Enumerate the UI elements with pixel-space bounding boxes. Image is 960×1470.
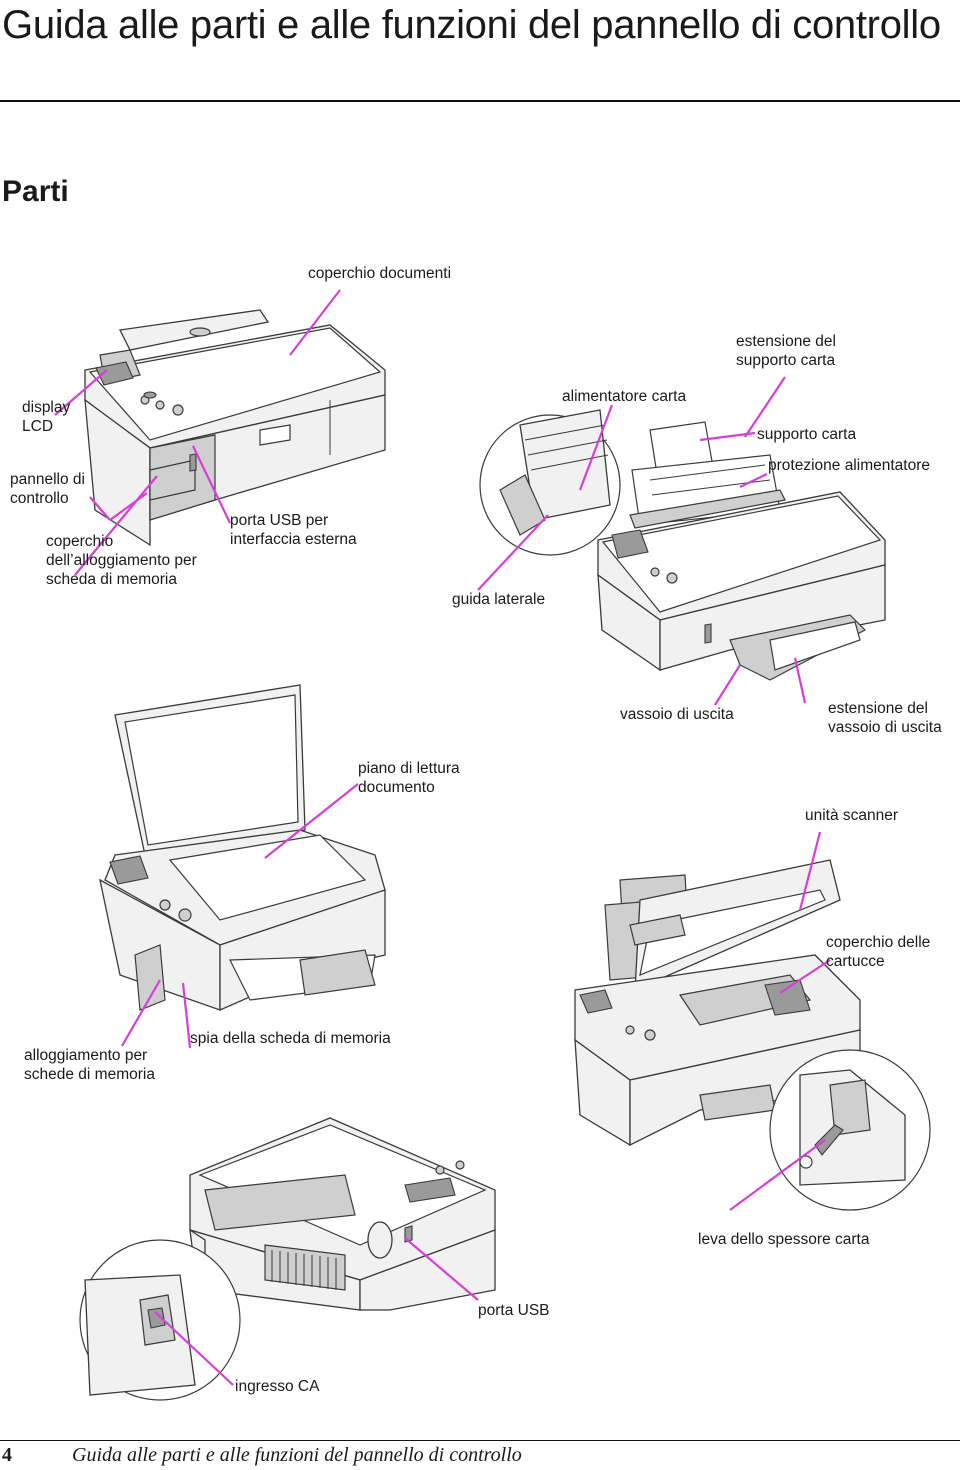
- title-rule: [0, 100, 960, 102]
- label-pannello-di-controllo: pannello di controllo: [10, 471, 85, 507]
- footer-rule: [0, 1440, 960, 1441]
- label-porta-usb-interfaccia-esterna: porta USB per interfaccia esterna: [230, 512, 357, 548]
- label-alloggiamento-schede-memoria: alloggiamento per schede di memoria: [24, 1047, 155, 1083]
- label-alimentatore-carta: alimentatore carta: [562, 388, 687, 405]
- label-estensione-vassoio-uscita: estensione del vassoio di uscita: [828, 700, 942, 736]
- label-unita-scanner: unità scanner: [805, 807, 899, 824]
- label-guida-laterale: guida laterale: [452, 591, 546, 608]
- label-protezione-alimentatore: protezione alimentatore: [768, 457, 930, 474]
- label-vassoio-di-uscita: vassoio di uscita: [620, 706, 734, 723]
- printer-scanner-open-view: [574, 859, 931, 1211]
- label-display-lcd: display LCD: [22, 399, 71, 435]
- label-porta-usb: porta USB: [478, 1302, 550, 1319]
- page-title: Guida alle parti e alle funzioni del pan…: [2, 3, 941, 47]
- label-piano-di-lettura-documento: piano di lettura documento: [358, 760, 460, 796]
- printer-front-view: [84, 309, 386, 547]
- label-ingresso-ca: ingresso CA: [235, 1378, 320, 1395]
- section-heading: Parti: [2, 175, 69, 208]
- label-estensione-supporto-carta: estensione del supporto carta: [736, 333, 836, 369]
- label-coperchio-alloggiamento-scheda: coperchio dell’alloggiamento per scheda …: [46, 533, 197, 588]
- label-coperchio-cartucce: coperchio delle cartucce: [826, 934, 931, 970]
- printer-rear-view: [79, 1117, 496, 1401]
- printer-lid-open-view: [99, 684, 386, 1011]
- label-leva-spessore-carta: leva dello spessore carta: [698, 1231, 870, 1248]
- printer-paper-support-view: [479, 409, 886, 681]
- page-number: 4: [2, 1444, 12, 1466]
- label-supporto-carta: supporto carta: [757, 426, 857, 443]
- leader-lines: [54, 289, 831, 1386]
- running-footer-title: Guida alle parti e alle funzioni del pan…: [72, 1444, 522, 1466]
- label-coperchio-documenti: coperchio documenti: [308, 265, 452, 282]
- label-spia-scheda-memoria: spia della scheda di memoria: [190, 1030, 391, 1047]
